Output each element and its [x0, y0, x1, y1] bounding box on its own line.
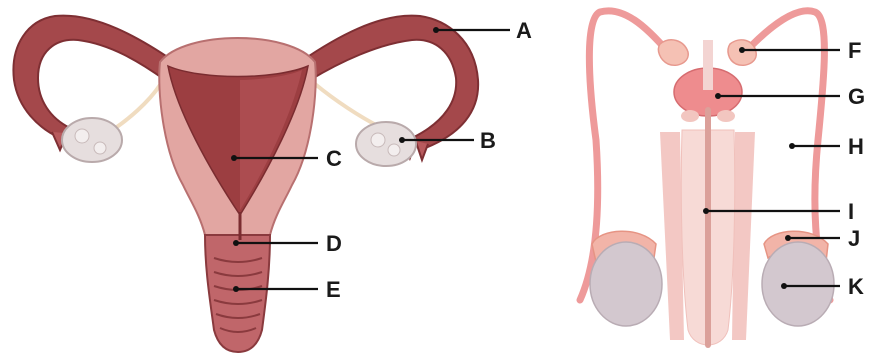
ovary-right	[356, 122, 416, 166]
label-a: A	[516, 18, 532, 43]
ovary-left	[62, 118, 122, 162]
male-reproductive-system: F G H I J K	[580, 11, 865, 345]
label-k: K	[848, 274, 864, 299]
label-f: F	[848, 38, 861, 63]
label-c: C	[326, 146, 342, 171]
label-h: H	[848, 134, 864, 159]
seminal-vesicle-left	[658, 40, 688, 65]
penile-shaft	[660, 132, 684, 340]
label-j: J	[848, 226, 860, 251]
vagina	[205, 235, 270, 352]
female-reproductive-system: A B C D E	[13, 16, 532, 352]
label-g: G	[848, 84, 865, 109]
label-b: B	[480, 128, 496, 153]
label-i: I	[848, 199, 854, 224]
label-e: E	[326, 277, 341, 302]
label-d: D	[326, 231, 342, 256]
testis-left	[590, 242, 662, 326]
testis-right	[762, 242, 834, 326]
